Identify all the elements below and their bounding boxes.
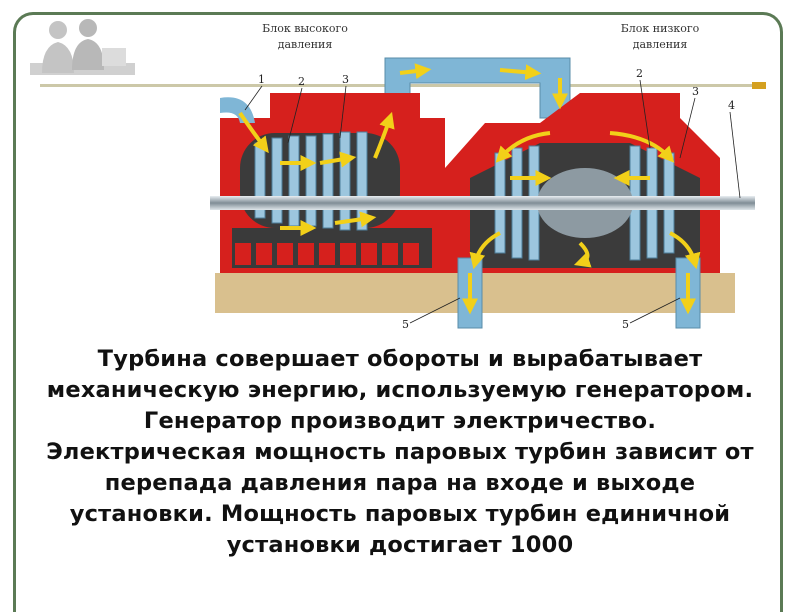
header-low-pressure: Блок низкого давления	[621, 22, 700, 51]
leader-lines	[244, 79, 741, 324]
header-low-line1: Блок низкого	[621, 22, 700, 35]
header-high-pressure: Блок высокого давления	[262, 22, 348, 51]
slide-caption: Турбина совершает обороты и вырабатывает…	[30, 344, 770, 561]
steam-flow-arrows	[238, 63, 701, 315]
label-4: 4	[728, 99, 735, 112]
label-3-right: 3	[692, 85, 699, 98]
label-3-left: 3	[342, 73, 349, 86]
part-numbers: 1 2 3 2 3 4 5 5	[258, 67, 735, 331]
hp-rotor-blades	[254, 131, 368, 231]
label-1: 1	[258, 73, 265, 86]
slide-frame	[13, 12, 783, 612]
people-silhouette-logo	[30, 19, 135, 75]
label-2-right: 2	[636, 67, 643, 80]
caption-paragraph-1: Турбина совершает обороты и вырабатывает…	[46, 346, 754, 434]
label-5-left: 5	[402, 318, 409, 331]
header-high-line1: Блок высокого	[262, 22, 348, 35]
header-low-line2: давления	[633, 38, 688, 51]
label-2-left: 2	[298, 75, 305, 88]
label-5-right: 5	[622, 318, 629, 331]
turbine-shaft	[210, 196, 755, 210]
caption-paragraph-2: Электрическая мощность паровых турбин за…	[46, 439, 754, 558]
steam-inlet-pipe	[220, 97, 255, 123]
header-accent	[752, 82, 766, 89]
steam-turbine-diagram: Блок высокого давления Блок низкого давл…	[210, 22, 755, 331]
header-high-line2: давления	[278, 38, 333, 51]
